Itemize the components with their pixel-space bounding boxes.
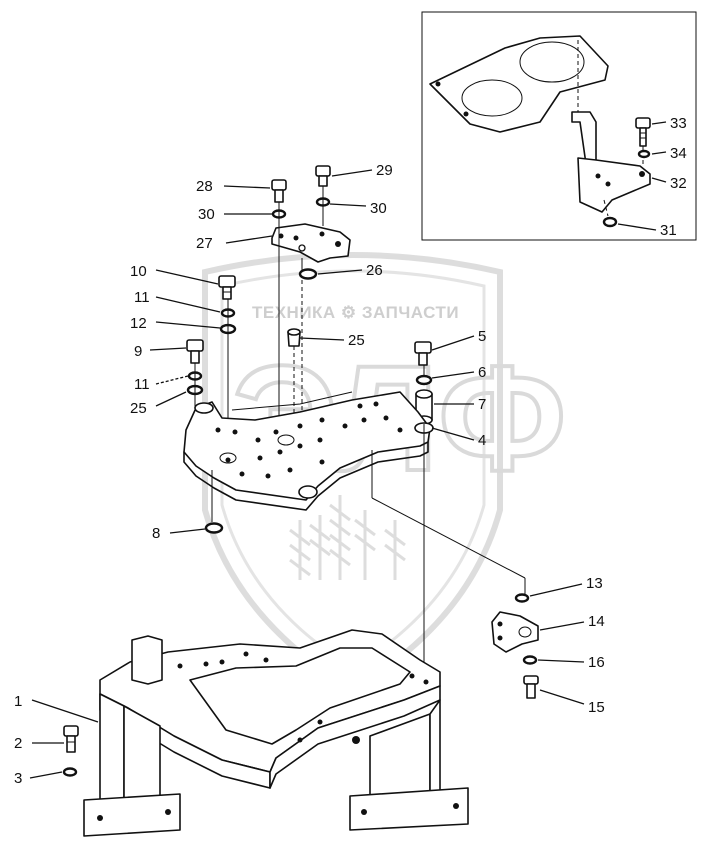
svg-text:7: 7 (478, 396, 486, 413)
callout-30b: 30 (329, 200, 387, 217)
svg-text:11: 11 (134, 289, 150, 306)
svg-text:13: 13 (586, 575, 603, 592)
svg-text:1: 1 (14, 693, 22, 710)
callout-32: 32 (651, 175, 687, 192)
callout-13: 13 (529, 575, 603, 597)
watermark-tagline: ТЕХНИКА ⚙ ЗАПЧАСТИ (252, 303, 459, 322)
callout-5: 5 (431, 328, 486, 351)
svg-text:14: 14 (588, 613, 605, 630)
callout-7: 7 (434, 396, 486, 413)
svg-text:8: 8 (152, 525, 160, 542)
floor-plate-holes (215, 401, 403, 479)
callout-26: 26 (317, 262, 383, 279)
svg-text:26: 26 (366, 262, 383, 279)
inset-plate-hole-right (519, 41, 585, 83)
callout-31: 31 (617, 222, 677, 239)
svg-text:3: 3 (14, 770, 22, 787)
callout-28: 28 (196, 178, 271, 195)
svg-text:31: 31 (660, 222, 677, 239)
callout-15: 15 (539, 689, 605, 716)
callout-27: 27 (196, 235, 273, 252)
callout-25a: 25 (299, 332, 365, 349)
inset-plate-hole-left (461, 79, 523, 117)
base-frame (62, 424, 469, 837)
svg-text:30: 30 (370, 200, 387, 217)
callout-34: 34 (651, 145, 687, 162)
callout-9: 9 (134, 343, 187, 360)
callout-14: 14 (539, 613, 605, 631)
svg-text:9: 9 (134, 343, 142, 360)
inset-frame (421, 11, 697, 241)
callout-33: 33 (651, 115, 687, 132)
svg-text:6: 6 (478, 364, 486, 381)
inset-strap (571, 111, 597, 165)
callout-2: 2 (14, 735, 64, 752)
callout-6: 6 (431, 364, 486, 381)
washer-8 (204, 522, 224, 534)
floor-plate-outline (183, 391, 431, 501)
inset-bolt-33 (635, 117, 651, 147)
callout-11a: 11 (134, 289, 221, 313)
inset-bracket-32 (577, 157, 651, 213)
inset-mount-plate (429, 35, 609, 133)
svg-text:16: 16 (588, 654, 605, 671)
svg-text:32: 32 (670, 175, 687, 192)
svg-text:33: 33 (670, 115, 687, 132)
callouts: 1 2 3 4 5 6 7 8 9 10 11 11 12 13 14 15 1… (14, 115, 687, 787)
svg-text:34: 34 (670, 145, 687, 162)
base-frame-leg-left (99, 693, 125, 801)
inset-washer-31 (602, 216, 618, 228)
svg-text:2: 2 (14, 735, 22, 752)
callout-30a: 30 (198, 206, 272, 223)
callout-8: 8 (152, 525, 206, 542)
svg-text:12: 12 (130, 315, 147, 332)
svg-text:30: 30 (198, 206, 215, 223)
callout-12: 12 (130, 315, 221, 332)
callout-29: 29 (331, 162, 393, 179)
watermark-wheat-icon (289, 495, 406, 580)
callout-10: 10 (130, 263, 219, 285)
side-bracket-14 (371, 450, 539, 699)
svg-text:4: 4 (478, 432, 486, 449)
floor-plate (183, 391, 434, 534)
svg-text:11: 11 (134, 376, 150, 393)
svg-text:25: 25 (348, 332, 365, 349)
svg-text:27: 27 (196, 235, 213, 252)
bracket-27 (271, 223, 351, 263)
callout-25b: 25 (130, 391, 187, 417)
svg-text:15: 15 (588, 699, 605, 716)
svg-text:29: 29 (376, 162, 393, 179)
inset-washer-34 (637, 149, 651, 159)
svg-text:28: 28 (196, 178, 213, 195)
callout-3: 3 (14, 770, 63, 787)
svg-text:25: 25 (130, 400, 147, 417)
base-frame-leg-right (369, 713, 431, 801)
inset-view (421, 11, 697, 241)
callout-1: 1 (14, 693, 99, 723)
base-frame-opening (189, 647, 411, 745)
svg-text:10: 10 (130, 263, 147, 280)
svg-text:5: 5 (478, 328, 486, 345)
callout-11b: 11 (134, 375, 189, 393)
callout-16: 16 (537, 654, 605, 671)
callout-4: 4 (431, 427, 486, 449)
base-frame-holes (97, 651, 459, 821)
